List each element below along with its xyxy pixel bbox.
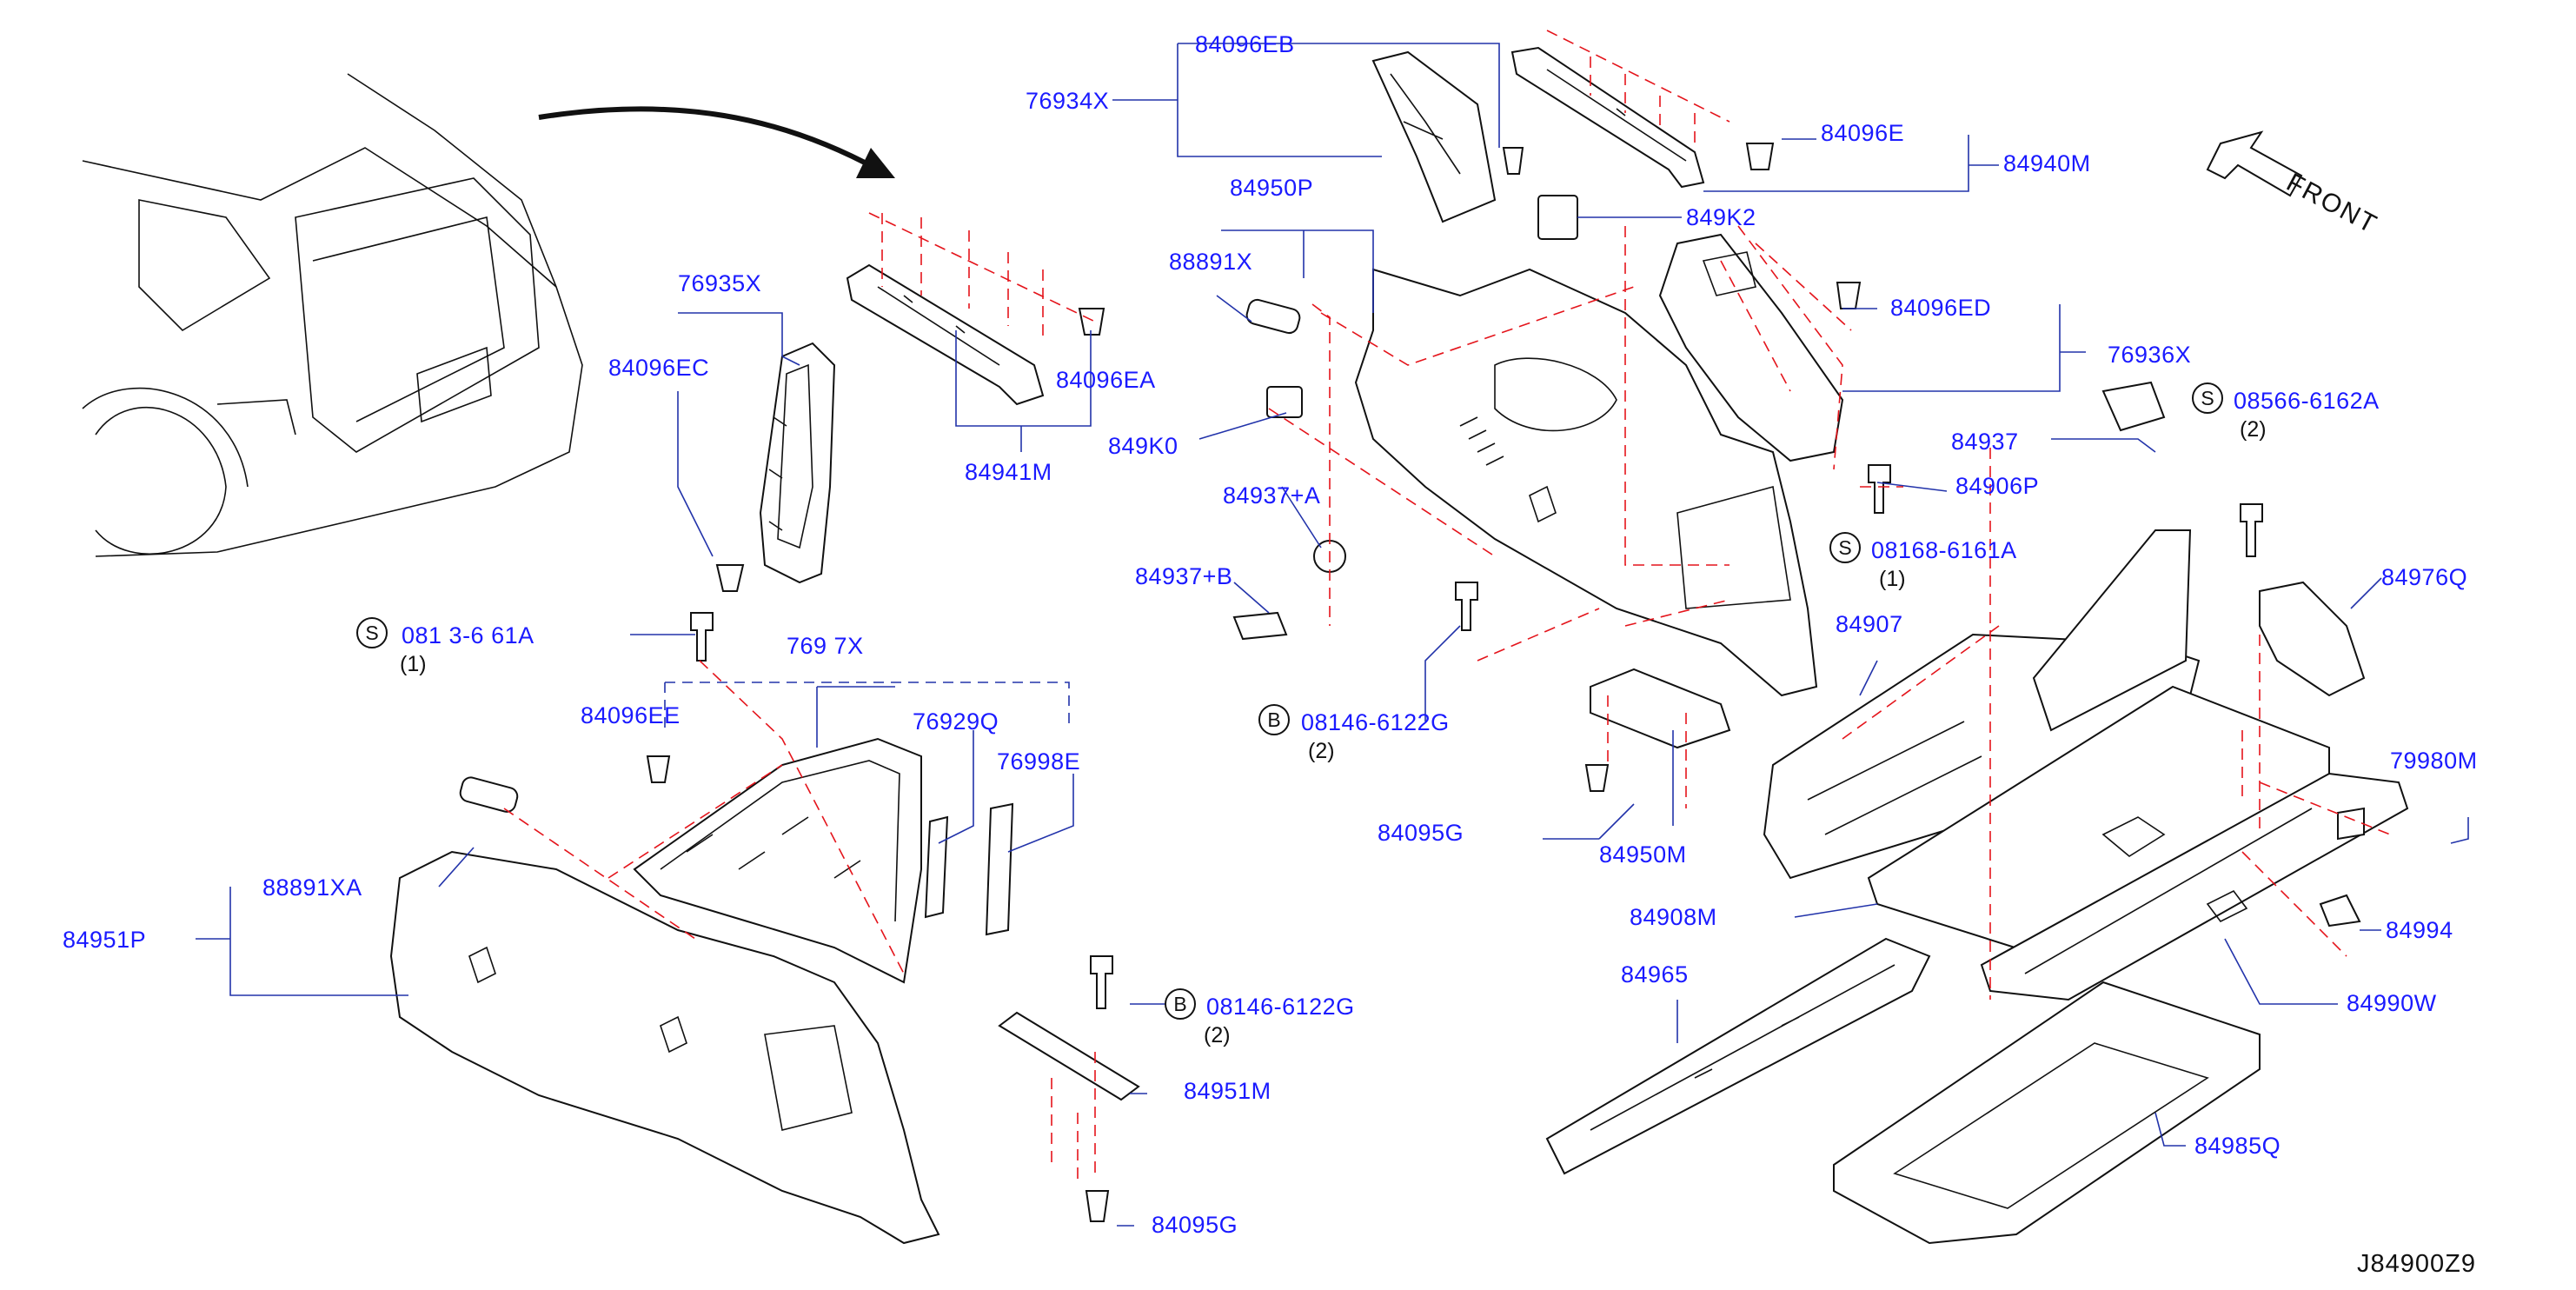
part-label-08168-6161a[interactable]: 08168-6161A [1871,537,2017,563]
diagram-code: J84900Z9 [2357,1250,2476,1278]
part-label-76998e[interactable]: 76998E [997,748,1081,775]
part-label-79980m[interactable]: 79980M [2390,748,2478,774]
part-label-76934x[interactable]: 76934X [1026,88,1110,114]
screw-symbol: S [2192,382,2223,414]
quantity-08168-left: (1) [400,652,427,676]
part-label-849k2[interactable]: 849K2 [1686,204,1756,230]
part-label-76937x[interactable]: 769 7X [787,633,864,659]
part-label-84096ea[interactable]: 84096EA [1056,367,1156,393]
part-label-84951p[interactable]: 84951P [63,927,147,953]
quantity-08168-right: (1) [1879,567,1906,591]
part-label-84950p[interactable]: 84950P [1230,175,1314,201]
part-label-76935x[interactable]: 76935X [678,270,762,296]
screw-symbol: S [356,617,388,648]
part-label-08146-6122g-upper[interactable]: 08146-6122G [1301,709,1450,735]
part-label-84937-b[interactable]: 84937+B [1135,563,1233,589]
part-label-84951m[interactable]: 84951M [1184,1078,1271,1104]
part-label-84985q[interactable]: 84985Q [2194,1133,2281,1159]
part-label-849k0[interactable]: 849K0 [1108,433,1178,459]
part-label-84908m[interactable]: 84908M [1630,904,1717,930]
part-label-84096ec[interactable]: 84096EC [608,355,710,381]
part-label-08168-6161a-left[interactable]: 081 3-6 61A [402,622,534,648]
part-label-08146-6122g-lower[interactable]: 08146-6122G [1206,994,1355,1020]
part-label-84994[interactable]: 84994 [2386,917,2453,943]
part-label-84907[interactable]: 84907 [1836,611,1903,637]
part-label-84096ed[interactable]: 84096ED [1890,295,1992,321]
quantity-08566: (2) [2240,417,2267,442]
bolt-symbol: B [1258,704,1290,735]
part-label-76936x[interactable]: 76936X [2108,342,2192,368]
part-label-84950m[interactable]: 84950M [1599,841,1687,868]
part-label-88891x[interactable]: 88891X [1169,249,1253,275]
quantity-08146-upper: (2) [1308,739,1335,763]
part-label-88891xa[interactable]: 88891XA [262,874,362,901]
part-label-84096ee[interactable]: 84096EE [581,702,681,728]
vehicle-rear-illustration [82,73,583,557]
part-label-84990w[interactable]: 84990W [2347,990,2437,1016]
part-label-84096eb[interactable]: 84096EB [1195,31,1295,57]
part-label-84940m[interactable]: 84940M [2003,150,2091,176]
part-label-84095g-upper[interactable]: 84095G [1378,820,1464,846]
screw-symbol: S [1829,532,1861,563]
part-label-84976q[interactable]: 84976Q [2381,564,2468,590]
part-label-84095g-lower[interactable]: 84095G [1152,1212,1238,1238]
part-label-84941m[interactable]: 84941M [965,459,1052,485]
bolt-symbol: B [1165,988,1196,1020]
part-label-84096e[interactable]: 84096E [1821,120,1905,146]
quantity-08146-lower: (2) [1204,1023,1231,1047]
part-label-08566-6162a[interactable]: 08566-6162A [2234,388,2380,414]
part-label-84965[interactable]: 84965 [1621,961,1689,987]
part-label-84937[interactable]: 84937 [1951,429,2019,455]
part-label-84906p[interactable]: 84906P [1955,473,2040,499]
part-label-76929q[interactable]: 76929Q [913,708,999,735]
part-label-84937-a[interactable]: 84937+A [1223,482,1321,509]
